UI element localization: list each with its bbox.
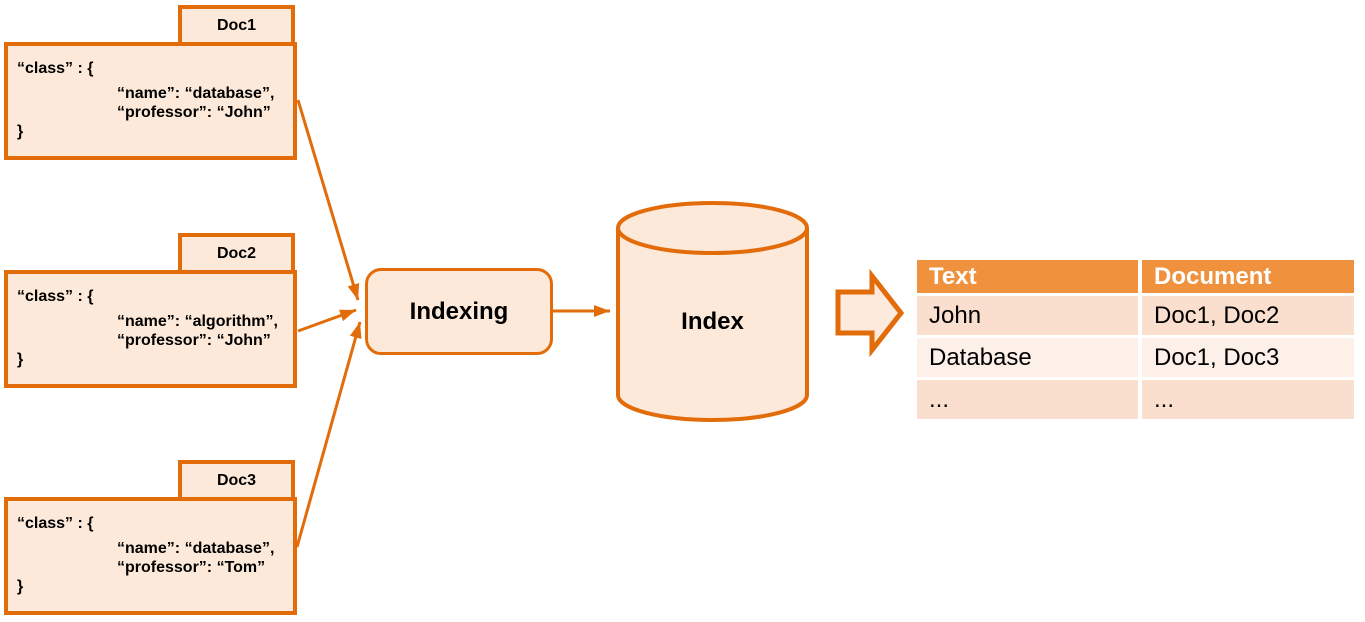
doc2-tab-label: Doc2 (178, 233, 295, 270)
json-line-professor: “professor”: “Tom” (117, 559, 266, 576)
doc2-content: “class” : { “name”: “algorithm”, “profes… (4, 270, 297, 388)
index-datastore-label: Index (681, 308, 744, 335)
inverted-index-table: Text Document John Doc1, Doc2 Database D… (917, 260, 1354, 419)
doc1-tab-label: Doc1 (178, 5, 295, 42)
json-line-open: “class” : { (17, 288, 94, 305)
json-line-open: “class” : { (17, 60, 94, 77)
arrow-doc1-to-indexing (296, 99, 360, 301)
table-header-text: Text (917, 260, 1138, 293)
block-arrow-icon (835, 268, 905, 358)
table-header-document: Document (1142, 260, 1354, 293)
table-cell-docs-database: Doc1, Doc3 (1142, 338, 1354, 377)
json-line-professor: “professor”: “John” (117, 332, 271, 349)
json-line-close: } (17, 123, 24, 140)
doc3-content: “class” : { “name”: “database”, “profess… (4, 497, 297, 615)
json-line-name: “name”: “database”, (117, 85, 275, 102)
json-line-name: “name”: “database”, (117, 540, 275, 557)
arrow-doc3-to-indexing (295, 321, 362, 548)
table-cell-text-database: Database (917, 338, 1138, 377)
arrow-doc2-to-indexing (297, 308, 357, 333)
index-cylinder (616, 201, 809, 422)
doc3-tab-label: Doc3 (178, 460, 295, 497)
table-cell-docs-ellipsis: ... (1142, 380, 1354, 419)
json-line-professor: “professor”: “John” (117, 104, 271, 121)
json-line-name: “name”: “algorithm”, (117, 313, 278, 330)
json-line-close: } (17, 351, 24, 368)
doc1-content: “class” : { “name”: “database”, “profess… (4, 42, 297, 160)
table-cell-text-john: John (917, 296, 1138, 335)
json-line-open: “class” : { (17, 515, 94, 532)
indexing-process-node: Indexing (365, 268, 553, 355)
table-cell-docs-john: Doc1, Doc2 (1142, 296, 1354, 335)
json-line-close: } (17, 578, 24, 595)
table-cell-text-ellipsis: ... (917, 380, 1138, 419)
